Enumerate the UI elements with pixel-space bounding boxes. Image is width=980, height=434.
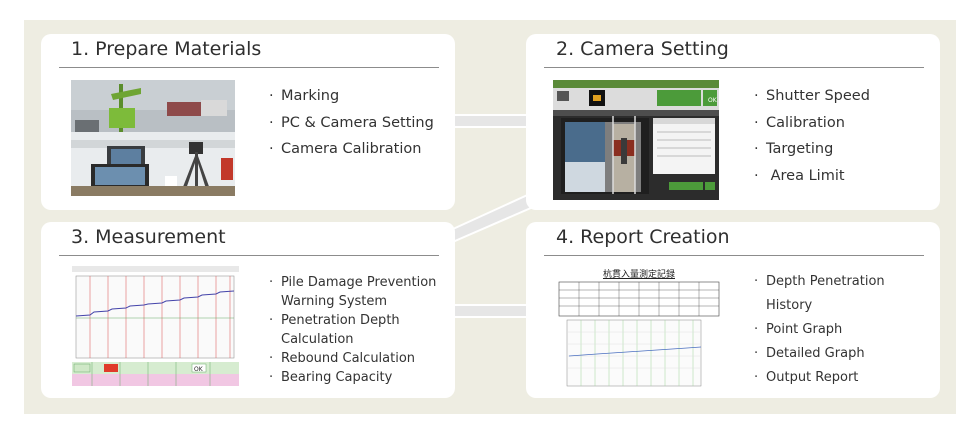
title-divider bbox=[544, 255, 924, 256]
ok-label: OK bbox=[194, 366, 204, 373]
card-measurement: 3. Measurement OK bbox=[41, 222, 455, 398]
camera-setting-list: Shutter Speed Calibration Targeting Area… bbox=[754, 83, 870, 189]
list-item: Shutter Speed bbox=[754, 83, 870, 110]
list-item: Camera Calibration bbox=[269, 136, 434, 163]
card-title: 2. Camera Setting bbox=[556, 38, 729, 60]
list-item: Detailed Graph bbox=[754, 342, 924, 366]
prepare-materials-list: Marking PC & Camera Setting Camera Calib… bbox=[269, 83, 434, 163]
ok-label: OK bbox=[708, 97, 718, 104]
measurement-list: Pile Damage Prevention Warning System Pe… bbox=[269, 273, 449, 387]
camera-software-screenshot: OK bbox=[553, 80, 719, 200]
card-title: 3. Measurement bbox=[71, 226, 226, 248]
card-report-creation: 4. Report Creation 杭貫入量測定記録 bbox=[526, 222, 940, 398]
card-title: 4. Report Creation bbox=[556, 226, 730, 248]
title-divider bbox=[59, 67, 439, 68]
list-item: Point Graph bbox=[754, 318, 924, 342]
list-item: Marking bbox=[269, 83, 434, 110]
list-item: Penetration Depth Calculation bbox=[269, 311, 449, 349]
report-document-image: 杭貫入量測定記録 bbox=[557, 264, 721, 390]
list-item: PC & Camera Setting bbox=[269, 110, 434, 137]
list-item: Rebound Calculation bbox=[269, 349, 449, 368]
title-divider bbox=[59, 255, 439, 256]
measurement-graph-screenshot: OK bbox=[72, 266, 239, 386]
card-camera-setting: 2. Camera Setting OK bbox=[526, 34, 940, 210]
list-item: Calibration bbox=[754, 110, 870, 137]
card-prepare-materials: 1. Prepare Materials Markin bbox=[41, 34, 455, 210]
list-item: Targeting bbox=[754, 136, 870, 163]
site-photo bbox=[71, 80, 235, 196]
list-item: Bearing Capacity bbox=[269, 368, 449, 387]
report-creation-list: Depth Penetration History Point Graph De… bbox=[754, 270, 924, 390]
card-title: 1. Prepare Materials bbox=[71, 38, 261, 60]
list-item: Pile Damage Prevention Warning System bbox=[269, 273, 449, 311]
title-divider bbox=[544, 67, 924, 68]
list-item: Area Limit bbox=[754, 163, 870, 190]
list-item: Depth Penetration History bbox=[754, 270, 924, 318]
list-item: Output Report bbox=[754, 366, 924, 390]
